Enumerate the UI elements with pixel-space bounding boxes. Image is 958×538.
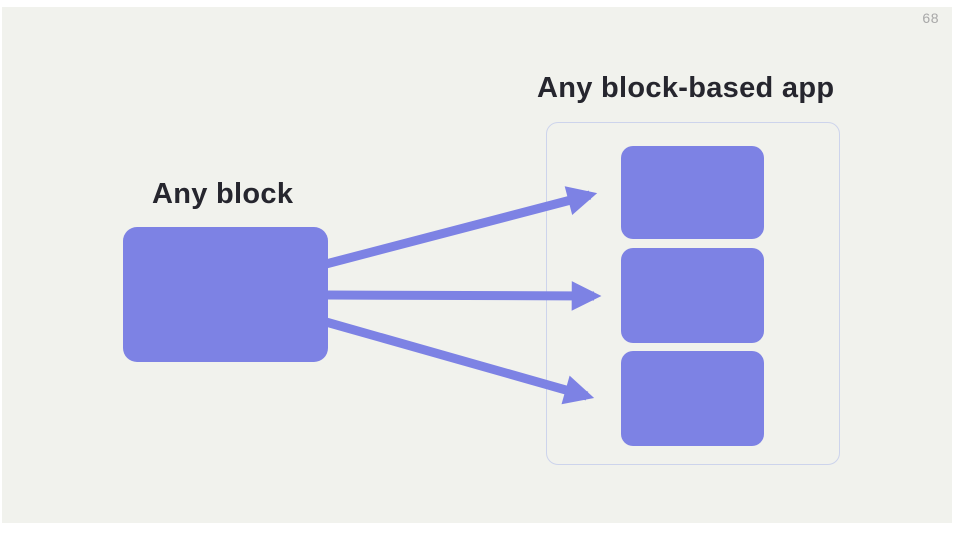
page-number: 68 [922, 10, 939, 26]
app-block-2 [621, 248, 764, 343]
app-container [546, 122, 840, 465]
source-block-label: Any block [152, 178, 294, 210]
source-block [123, 227, 328, 362]
app-block-3 [621, 351, 764, 446]
app-block-1 [621, 146, 764, 239]
target-app-label: Any block-based app [537, 72, 835, 104]
slide-canvas: 68 Any block Any block-based app [2, 7, 952, 523]
